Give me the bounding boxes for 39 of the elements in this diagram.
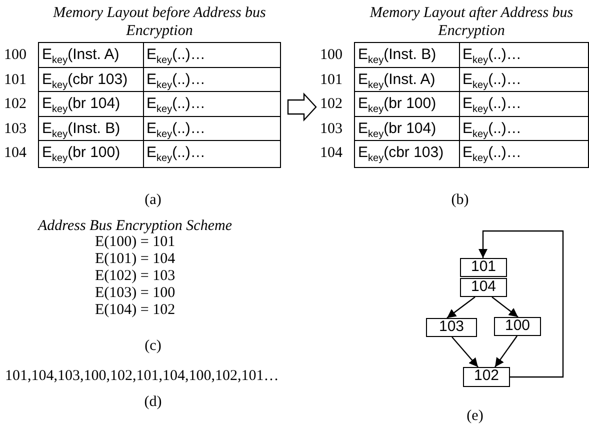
equation: E(101) = 104 xyxy=(95,251,176,268)
address-number: 101 xyxy=(4,70,26,90)
caption-letter: (c) xyxy=(144,338,162,355)
arrow xyxy=(478,230,564,378)
block-box: 101 xyxy=(460,258,507,277)
scheme-heading: Address Bus Encryption Scheme xyxy=(38,218,232,235)
address-number: 100 xyxy=(4,46,26,65)
memory-cell: E$_{key}$(..)… xyxy=(458,140,589,168)
address-number: 104 xyxy=(4,144,26,163)
arrow xyxy=(492,296,518,318)
memory-cell: E$_{key}$(br 100) xyxy=(38,140,144,168)
equation: E(102) = 103 xyxy=(95,268,176,285)
address-sequence: 101,104,103,100,102,101,104,100,102,101… xyxy=(5,368,279,385)
block-box: 104 xyxy=(460,278,507,297)
block-box: 100 xyxy=(494,317,541,336)
address-number: 100 xyxy=(320,46,342,65)
table-heading: Memory Layout after Address bus Encryption xyxy=(368,4,574,40)
table-heading: Memory Layout before Address bus Encryption xyxy=(52,4,267,40)
caption-letter: (a) xyxy=(144,192,162,209)
address-number: 104 xyxy=(320,144,342,163)
arrow xyxy=(452,336,478,368)
block-box: 102 xyxy=(463,367,510,387)
arrow xyxy=(494,336,518,368)
address-number: 101 xyxy=(320,70,342,90)
caption-letter: (b) xyxy=(451,192,469,209)
address-number: 102 xyxy=(4,95,26,114)
arrow xyxy=(446,296,476,318)
hollow-arrow xyxy=(287,92,317,122)
address-number: 102 xyxy=(320,95,342,114)
memory-cell: E$_{key}$(cbr 103) xyxy=(354,140,460,168)
address-number: 103 xyxy=(4,120,26,138)
block-box: 103 xyxy=(426,318,477,337)
memory-cell: E$_{key}$(..)… xyxy=(142,140,281,168)
address-number: 103 xyxy=(320,120,342,138)
caption-letter: (e) xyxy=(466,408,484,425)
equation: E(103) = 100 xyxy=(95,285,176,302)
equation: E(100) = 101 xyxy=(95,234,176,251)
equation: E(104) = 102 xyxy=(95,302,176,319)
caption-letter: (d) xyxy=(144,394,162,411)
